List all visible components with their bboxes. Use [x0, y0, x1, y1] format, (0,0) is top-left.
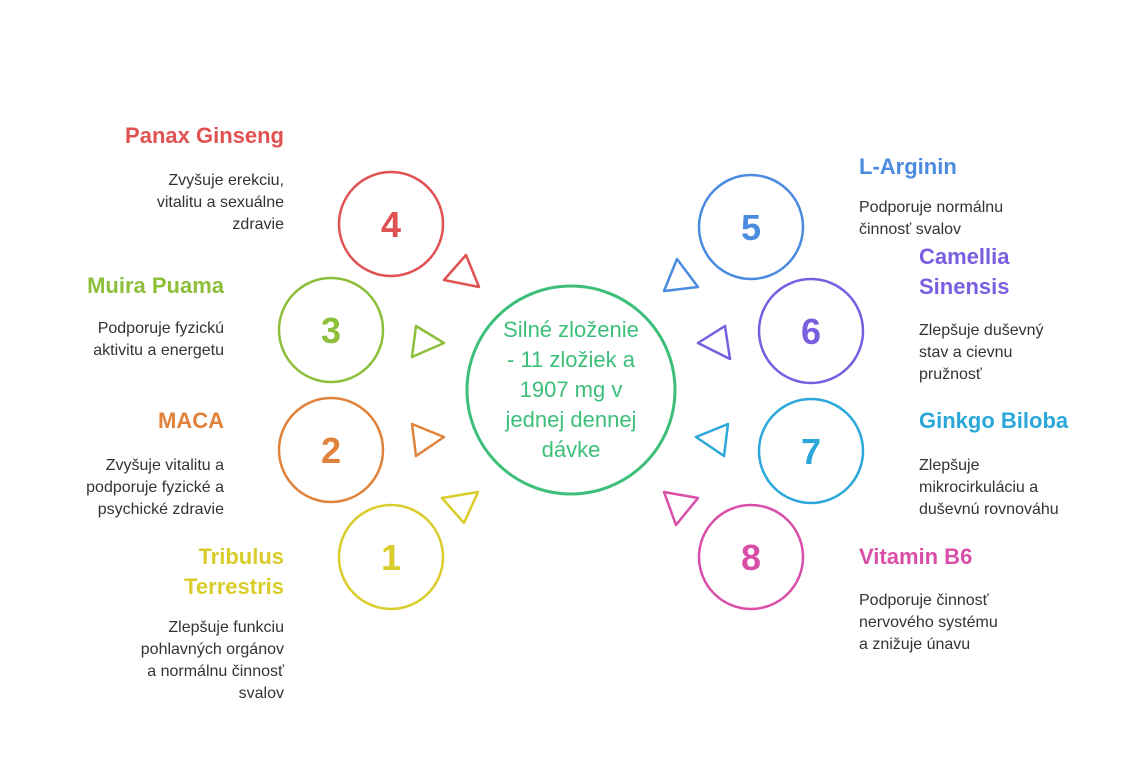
item-description-3: Podporuje fyzickú aktivitu a energetu [93, 320, 224, 359]
item-title-2: MACA [158, 408, 224, 433]
item-description-5: Podporuje normálnu činnosť svalov [859, 199, 1004, 238]
item-title-6: Camellia Sinensis [919, 244, 1010, 299]
step-circle-2 [277, 396, 385, 504]
step-number-3: 3 [321, 310, 341, 351]
step-circle-5 [697, 173, 805, 281]
arrow-triangle-2 [410, 422, 446, 458]
item-title-1: Tribulus Terrestris [184, 544, 284, 599]
center-text-line: Silné zloženie [503, 317, 639, 342]
step-number-8: 8 [741, 537, 761, 578]
item-title-5: L-Arginin [859, 154, 957, 179]
step-number-7: 7 [801, 431, 821, 472]
step-circle-1 [337, 503, 445, 611]
item-description-4: Zvyšuje erekciu, vitalitu a sexuálne zdr… [156, 172, 284, 233]
arrow-triangle-6 [696, 324, 732, 361]
step-number-4: 4 [381, 204, 401, 245]
center-text-line: 1907 mg v [520, 377, 623, 402]
center-circle [465, 284, 677, 496]
step-circle-3 [277, 276, 385, 384]
item-title-4: Panax Ginseng [125, 123, 284, 148]
step-number-2: 2 [321, 430, 341, 471]
arrow-triangle-4 [442, 253, 481, 289]
arrow-triangle-8 [662, 490, 700, 527]
step-circle-4 [337, 170, 445, 278]
item-description-6: Zlepšuje duševný stav a cievnu pružnosť [919, 322, 1044, 383]
item-description-2: Zvyšuje vitalitu a podporuje fyzické a p… [86, 457, 224, 518]
item-description-8: Podporuje činnosť nervového systému a zn… [859, 592, 998, 653]
step-circle-6 [757, 277, 865, 385]
center-text-line: - 11 zložiek a [507, 347, 636, 372]
item-title-7: Ginkgo Biloba [919, 408, 1069, 433]
arrow-triangle-3 [410, 324, 446, 359]
item-description-7: Zlepšuje mikrocirkuláciu a duševnú rovno… [919, 457, 1059, 518]
step-number-6: 6 [801, 311, 821, 352]
center-text-line: jednej dennej [505, 407, 637, 432]
arrow-triangle-5 [662, 257, 700, 293]
item-title-8: Vitamin B6 [859, 544, 973, 569]
center-text-line: dávke [542, 437, 601, 462]
step-number-5: 5 [741, 207, 761, 248]
center-text: Silné zloženie - 11 zložiek a 1907 mg v jed… [503, 317, 639, 462]
arrow-triangle-7 [694, 422, 730, 458]
step-number-1: 1 [381, 537, 401, 578]
item-title-3: Muira Puama [87, 273, 224, 298]
step-circle-7 [757, 397, 865, 505]
step-circle-8 [697, 503, 805, 611]
arrow-triangle-1 [440, 490, 480, 525]
item-description-1: Zlepšuje funkciu pohlavných orgánov a no… [140, 619, 284, 702]
